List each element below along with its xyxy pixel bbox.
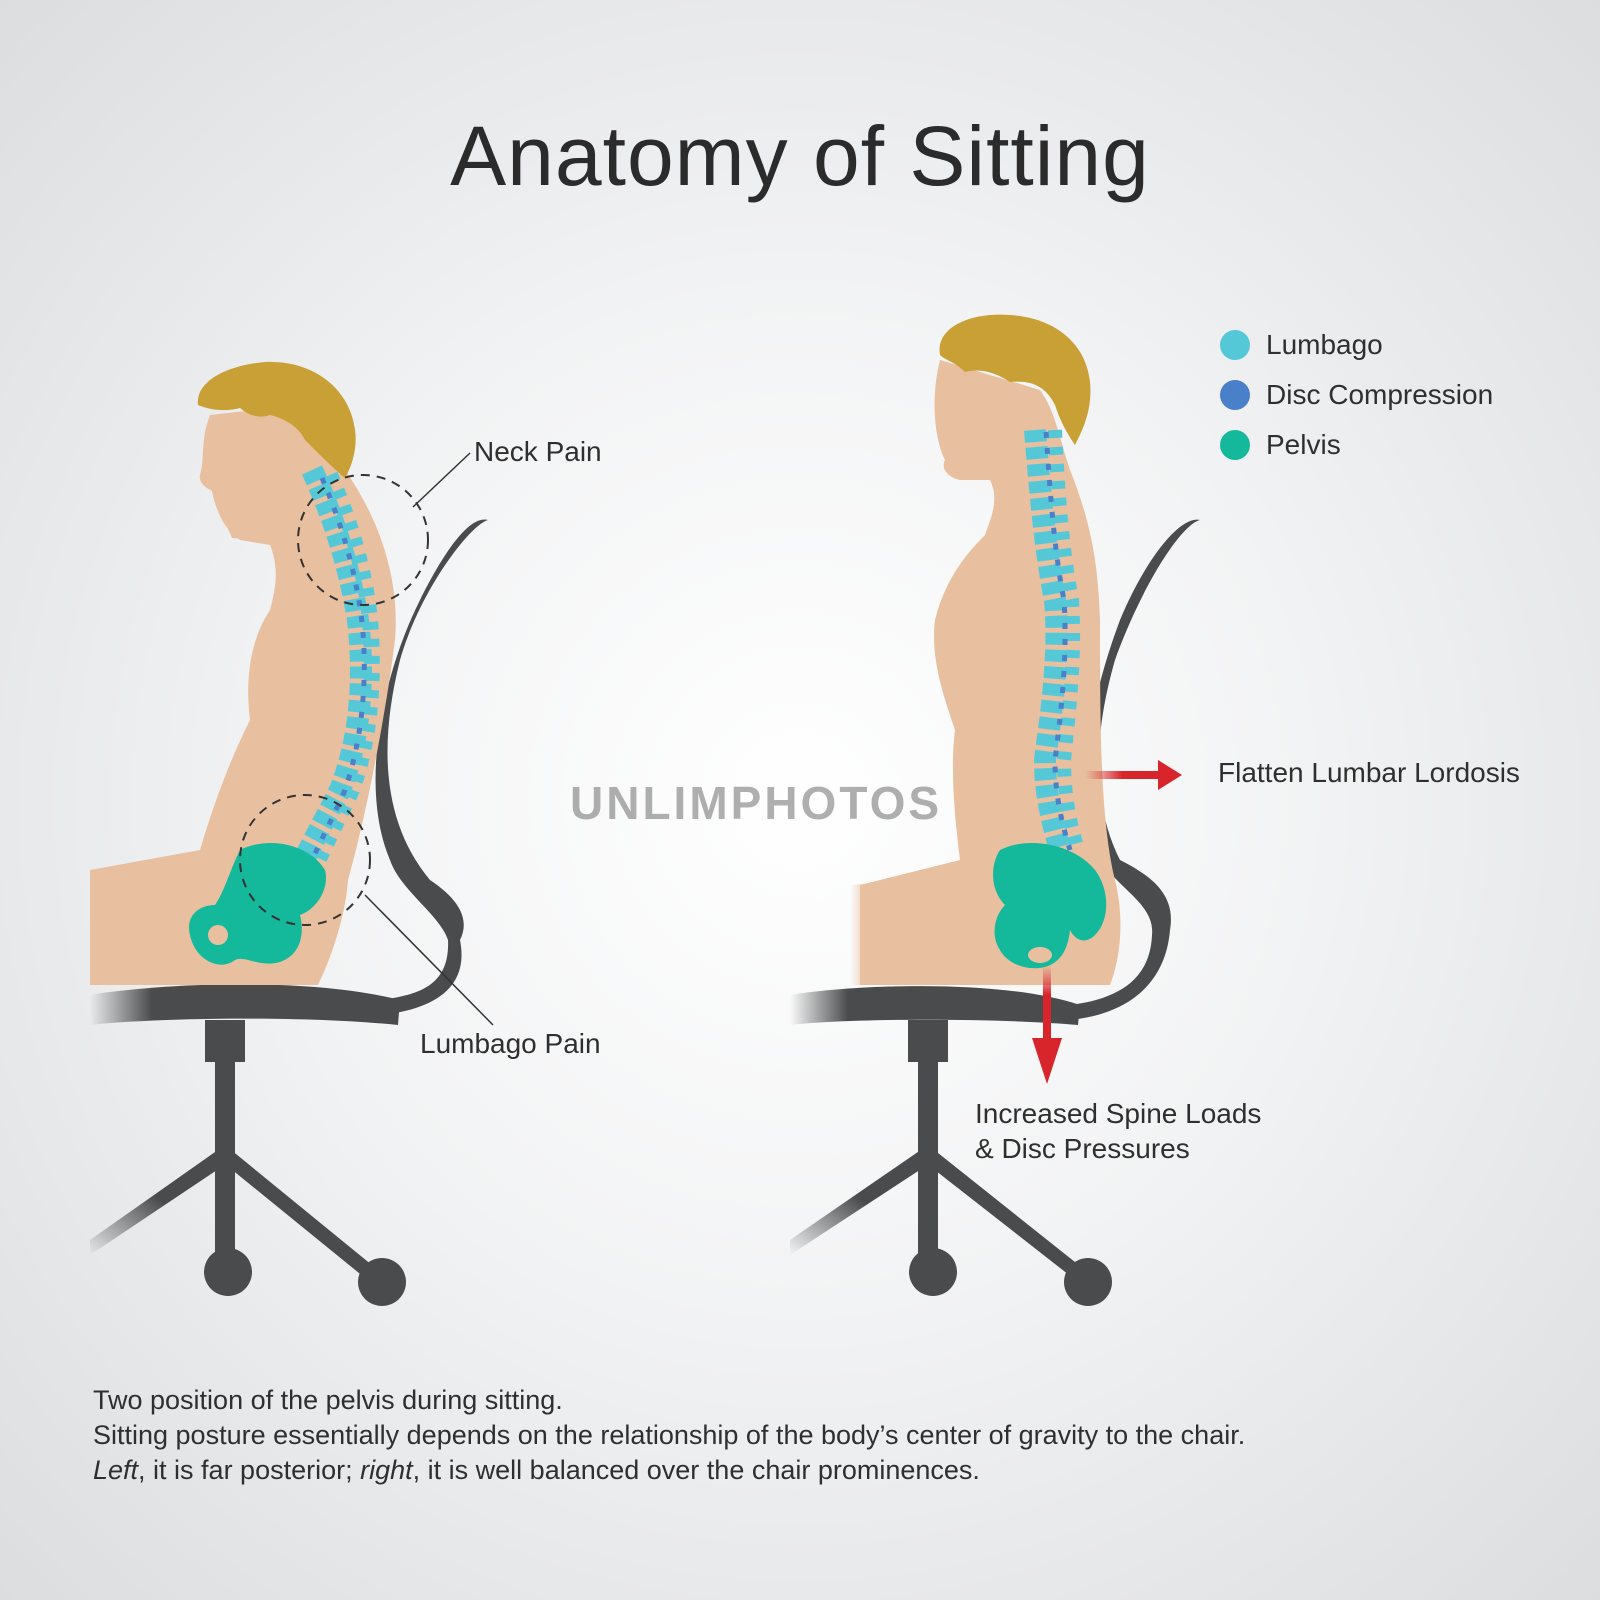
lumbago-pain-circle — [239, 794, 371, 926]
left-hair — [197, 361, 356, 478]
page-title: Anatomy of Sitting — [450, 109, 1150, 203]
spine-loads-label-line1: Increased Spine Loads — [975, 1098, 1262, 1129]
load-arrow-shaft — [1043, 965, 1051, 1040]
lumbago-swatch — [1220, 330, 1250, 360]
caption-line-1: Two position of the pelvis during sittin… — [93, 1385, 563, 1415]
disc-compression-swatch — [1220, 380, 1250, 410]
left-chair-post — [205, 1020, 245, 1062]
left-chair-backrest — [375, 519, 488, 1015]
legend-item-pelvis: Pelvis — [1220, 420, 1493, 470]
caption: Two position of the pelvis during sittin… — [93, 1383, 1245, 1488]
caption-text: , it is far posterior; — [138, 1455, 361, 1485]
right-chair-seat — [790, 986, 1080, 1025]
caption-text: , it is well balanced over the chair pro… — [412, 1455, 980, 1485]
flatten-lumbar-label: Flatten Lumbar Lordosis — [1218, 757, 1520, 788]
caption-line-2: Sitting posture essentially depends on t… — [93, 1420, 1246, 1450]
legend: Lumbago Disc Compression Pelvis — [1220, 320, 1493, 470]
caption-left-word: Left — [93, 1455, 139, 1485]
pelvis-swatch — [1220, 430, 1250, 460]
left-chair-legs — [90, 1145, 232, 1255]
right-spine — [1024, 429, 1085, 853]
caption-line-3: Left, it is far posterior; right, it is … — [93, 1453, 1245, 1488]
caption-right-word: right — [360, 1455, 413, 1485]
legend-item-disc-compression: Disc Compression — [1220, 370, 1493, 420]
neck-pain-label: Neck Pain — [474, 436, 602, 467]
right-pelvis — [993, 842, 1107, 969]
legend-item-lumbago: Lumbago — [1220, 320, 1493, 370]
left-figure — [90, 361, 494, 1306]
left-spine — [289, 465, 380, 875]
right-figure — [790, 314, 1200, 1306]
spine-loads-label-line2: & Disc Pressures — [975, 1133, 1190, 1164]
left-chair-wheel — [204, 1248, 252, 1296]
right-hair — [939, 314, 1091, 445]
legend-label: Disc Compression — [1266, 379, 1494, 410]
left-chair-seat — [90, 984, 400, 1025]
lumbar-arrow-shaft — [1085, 771, 1160, 779]
legend-label: Pelvis — [1266, 429, 1341, 460]
legend-label: Lumbago — [1266, 329, 1383, 360]
lumbar-arrow-head — [1158, 760, 1182, 790]
neck-pain-circle — [297, 474, 429, 606]
lumbago-pain-label: Lumbago Pain — [420, 1028, 601, 1059]
watermark: UNLIMPHOTOS — [570, 777, 943, 829]
load-arrow-head — [1032, 1038, 1062, 1084]
